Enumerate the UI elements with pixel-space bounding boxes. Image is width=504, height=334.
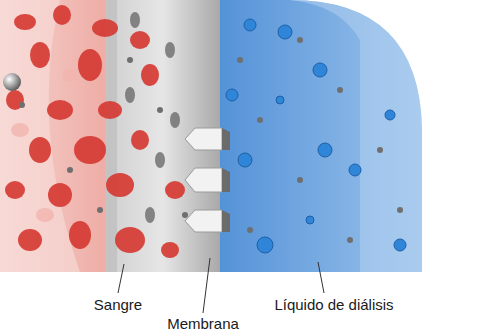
part-label: Líquido de diálisis <box>274 297 393 314</box>
part-label: Membrana <box>167 316 239 333</box>
part-label: Sangre <box>94 297 142 314</box>
